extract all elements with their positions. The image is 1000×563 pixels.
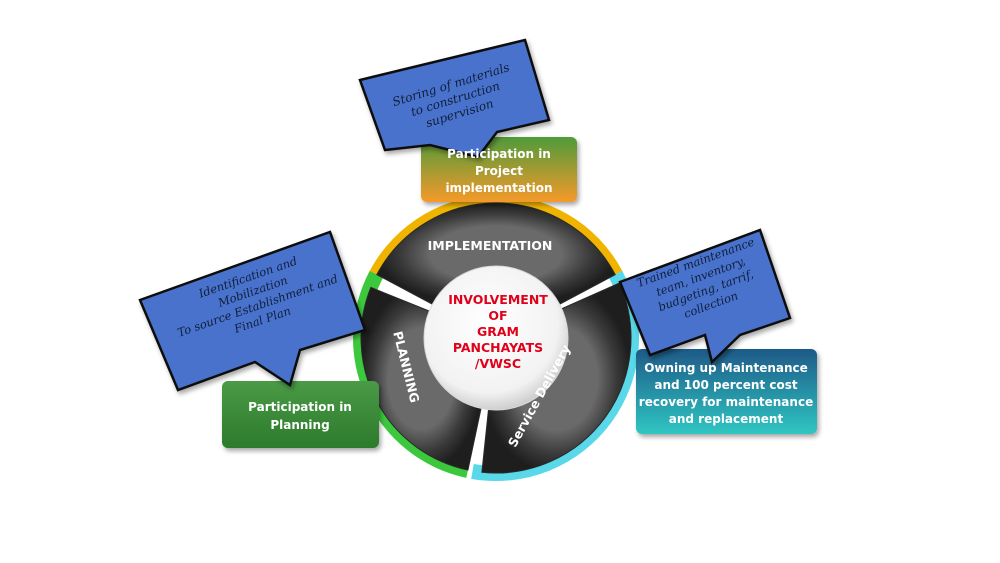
callout-maintenance	[618, 228, 792, 365]
box-maintenance	[636, 349, 817, 434]
segment-label-implementation: IMPLEMENTATION	[428, 238, 553, 253]
callout-construction	[358, 38, 551, 159]
rim-service-delivery	[471, 270, 640, 481]
box-planning	[222, 381, 379, 448]
center-circle	[423, 265, 569, 411]
callout-planning	[138, 230, 367, 392]
